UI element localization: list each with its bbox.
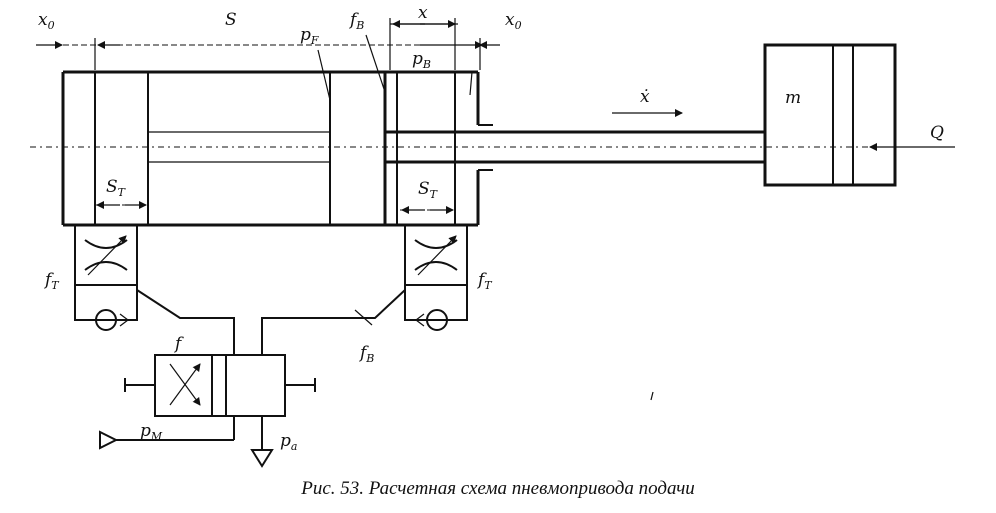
label-fb-top: fB	[348, 10, 364, 32]
label-x0-right: x0	[505, 10, 522, 32]
label-ft-left: fT	[43, 270, 60, 292]
stroke-dimensions	[95, 201, 455, 214]
pneumatic-lines	[99, 289, 406, 468]
label-m: m	[785, 88, 801, 108]
label-pb: pB	[412, 49, 431, 71]
label-st-left: ST	[106, 177, 127, 199]
label-pm: pM	[140, 421, 163, 443]
figure-caption: Рис. 53. Расчетная схема пневмопривода п…	[301, 478, 695, 499]
label-f: f	[173, 334, 184, 354]
left-throttle-block	[74, 224, 138, 331]
label-pf: pF	[300, 25, 319, 47]
label-s: S	[225, 10, 237, 30]
leader-lines	[317, 34, 473, 101]
dimension-lines	[36, 18, 500, 70]
label-x: x	[418, 3, 428, 23]
label-pa: pa	[280, 431, 297, 453]
stray-mark	[650, 391, 654, 401]
directional-valve	[124, 354, 316, 417]
cylinder-body	[61, 70, 493, 227]
label-ft-right: fT	[476, 270, 493, 292]
label-st-right: ST	[418, 179, 439, 201]
label-q: Q	[930, 123, 944, 143]
load-mass	[763, 43, 897, 187]
right-throttle-block	[404, 224, 468, 331]
label-xdot: ẋ	[640, 87, 650, 107]
piston-rod	[385, 130, 765, 164]
label-fb-bottom: fB	[358, 343, 374, 365]
label-x0-left: x0	[38, 10, 55, 32]
